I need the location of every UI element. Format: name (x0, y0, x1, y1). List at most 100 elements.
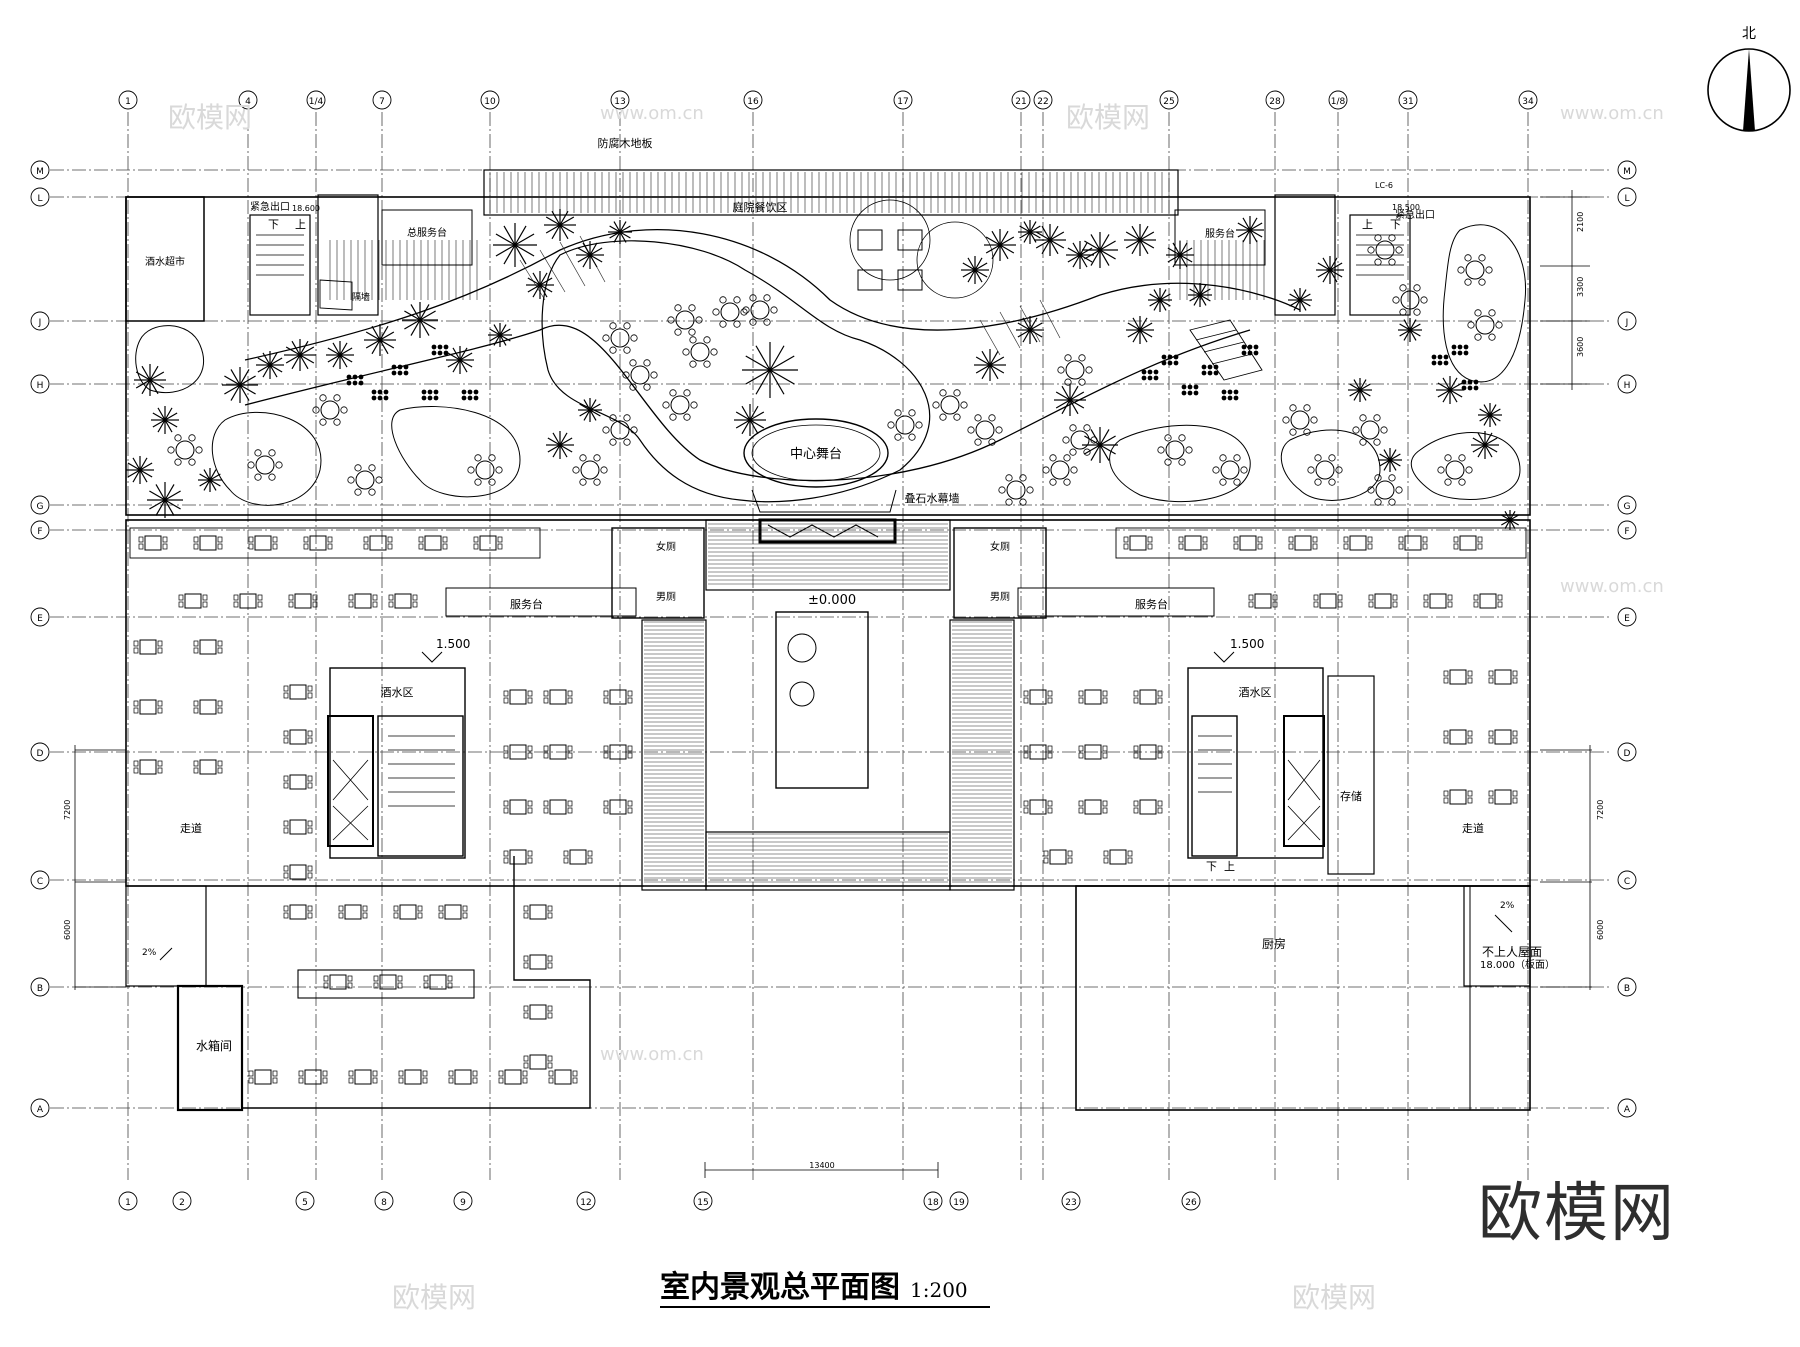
shrub-dot (352, 374, 358, 380)
chair (447, 975, 453, 982)
south-dining-bar (297, 969, 475, 999)
north-arrow-needle (1743, 49, 1755, 131)
shrub-dot (1431, 360, 1437, 366)
shrub-dot (1173, 360, 1179, 366)
table-chair (375, 476, 383, 484)
chair (547, 1005, 553, 1012)
table-chair (188, 434, 196, 442)
central-plaza (541, 240, 931, 503)
palm-frond (269, 357, 283, 366)
shrub-dot (1141, 369, 1147, 375)
palm-frond (1099, 240, 1116, 251)
palm-frond (164, 484, 175, 501)
round-table (895, 415, 915, 435)
palm-frond (1472, 444, 1486, 453)
grid-axis-label-top: 1 (125, 97, 131, 107)
chair (1337, 601, 1343, 608)
dining-table-4 (1123, 535, 1153, 551)
round-table (940, 395, 960, 415)
chair (288, 601, 294, 608)
palm-plant (1126, 316, 1154, 344)
chair (257, 594, 263, 601)
dining-table-4 (1133, 689, 1163, 705)
chair (157, 767, 163, 774)
chair (1343, 536, 1349, 543)
table-chair (1359, 438, 1367, 446)
chair (498, 1070, 504, 1077)
round-table (1465, 260, 1485, 280)
grid-bubble-right (1617, 187, 1637, 207)
palm-trunk (557, 222, 563, 228)
site-watermark-4: www.om.cn (600, 1044, 704, 1065)
palm-plant (1124, 224, 1156, 256)
palm-frond (139, 462, 153, 471)
table-top (1029, 744, 1047, 760)
table-top (289, 684, 307, 700)
palm-frond (149, 371, 165, 381)
palm-trunk (587, 407, 593, 413)
shrub-dot (1153, 369, 1159, 375)
chair (233, 601, 239, 608)
palm-frond (404, 310, 421, 321)
table-chair (669, 413, 677, 421)
storage-room (1327, 675, 1375, 875)
palm-trunk (1097, 442, 1103, 448)
grid-bubble-left (30, 187, 50, 207)
table-chair (623, 322, 631, 330)
palm-frond (1069, 399, 1085, 409)
palm-frond (551, 210, 561, 226)
palm-plant (1436, 376, 1464, 404)
table-chair (719, 296, 727, 304)
grid-bubble-top (893, 90, 913, 110)
palm-frond (365, 339, 381, 349)
chair (248, 1077, 254, 1084)
palm-plant (1066, 241, 1094, 269)
chair (1392, 594, 1398, 601)
shrub-dot (352, 380, 358, 386)
chair (1078, 807, 1084, 814)
palm-frond (1099, 435, 1116, 446)
chair (1392, 601, 1398, 608)
round-table (1006, 480, 1026, 500)
table-chair (319, 394, 327, 402)
table-chair (894, 433, 902, 441)
palm-frond (539, 284, 553, 293)
table-chair (967, 426, 975, 434)
east-elev-1500: 1.500 (1230, 637, 1264, 651)
palm-frond (269, 364, 283, 373)
shrub-dot (1437, 354, 1443, 360)
chair (543, 697, 549, 704)
palm-frond (991, 230, 1001, 246)
dining-table-4 (303, 535, 333, 551)
shrub-dot (1463, 344, 1469, 350)
table-top (1139, 689, 1157, 705)
chair (567, 752, 573, 759)
table-top (354, 1069, 372, 1085)
chair (1178, 536, 1184, 543)
dining-table-4 (503, 744, 533, 760)
chair (1312, 536, 1318, 543)
table-chair (630, 334, 638, 342)
chair (438, 905, 444, 912)
palm-frond (1477, 444, 1486, 458)
table-chair (622, 371, 630, 379)
grid-axis-label-bottom: 8 (381, 1198, 387, 1208)
round-table (610, 328, 630, 348)
chair (327, 536, 333, 543)
elevator-east (1274, 194, 1336, 316)
table-top (444, 904, 462, 920)
dining-circle (916, 221, 994, 299)
dimension-lines (74, 190, 1592, 1178)
palm-frond (239, 384, 250, 401)
palm-frond (1125, 239, 1141, 249)
grid-row-label-right: G (1624, 502, 1631, 512)
chair (563, 850, 569, 857)
palm-frond (285, 354, 301, 364)
round-table (670, 395, 690, 415)
chair (1157, 800, 1163, 807)
table-top (139, 639, 157, 655)
chair (1248, 594, 1254, 601)
chair (373, 975, 379, 982)
garden-dining-label: 庭院餐饮区 (733, 200, 788, 214)
chair (462, 912, 468, 919)
